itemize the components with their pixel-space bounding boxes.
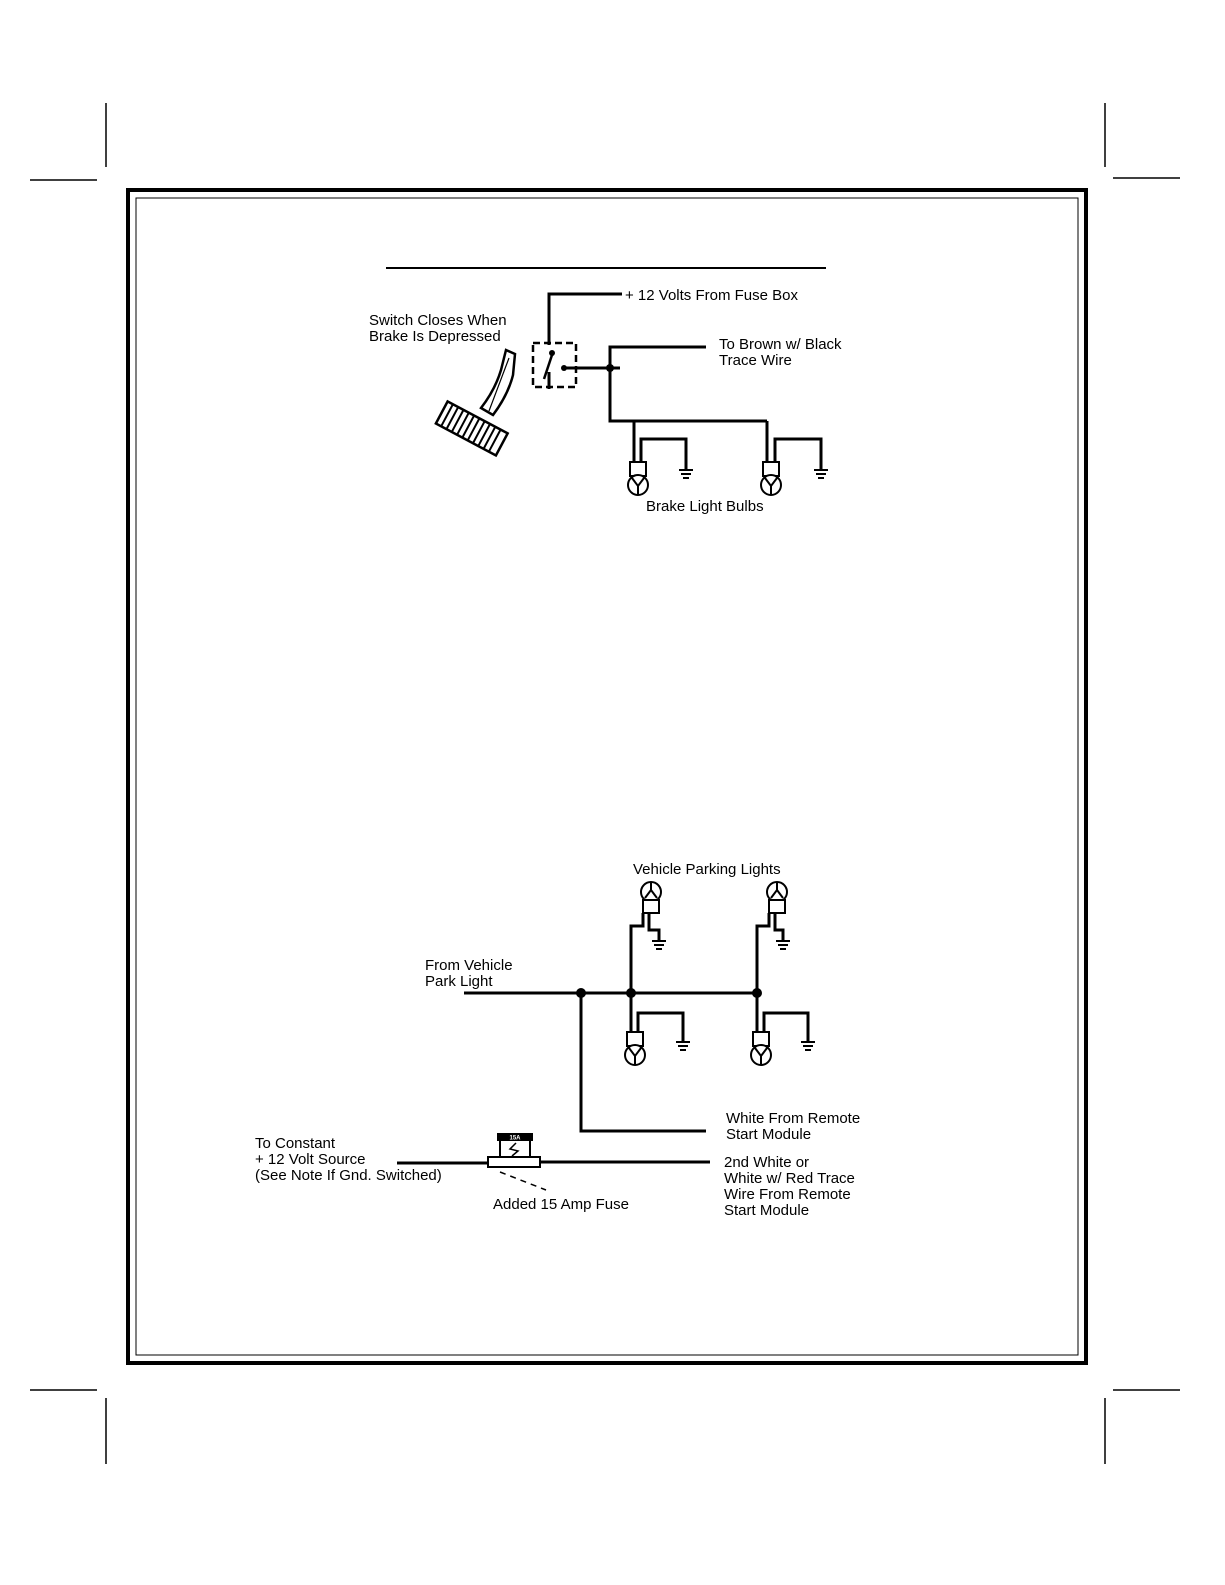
brake-pedal-icon (434, 348, 517, 458)
brake-wires (547, 292, 823, 470)
inner-frame (135, 197, 1079, 1356)
ground-icon (776, 940, 790, 950)
ground-icon (652, 940, 666, 950)
park-light-label: From Vehicle Park Light (425, 957, 517, 990)
park-junction (752, 988, 762, 998)
brake-bulbs-label: Brake Light Bulbs (646, 498, 764, 515)
fuse-icon: 15A (487, 1133, 547, 1191)
parking-wires (397, 913, 810, 1165)
brake-bulb-right-icon (760, 461, 782, 496)
brown-wire-label: To Brown w/ Black Trace Wire (719, 336, 846, 369)
second-white-wire-label: 2nd White or White w/ Red Trace Wire Fro… (724, 1154, 859, 1219)
ground-icon (676, 1041, 690, 1051)
brake-junction (606, 364, 614, 372)
parking-bulb-upper-left-icon (640, 881, 662, 914)
brake-switch-icon (531, 341, 578, 389)
ground-icon (814, 469, 828, 479)
fuse-box-label: + 12 Volts From Fuse Box (625, 287, 798, 304)
outer-frame (126, 188, 1088, 1365)
ground-icon (679, 469, 693, 479)
white-wire-label: White From Remote Start Module (726, 1110, 864, 1143)
fuse-label: Added 15 Amp Fuse (493, 1196, 629, 1213)
constant-source-label: To Constant + 12 Volt Source (See Note I… (255, 1135, 442, 1184)
park-junction (576, 988, 586, 998)
park-junction (626, 988, 636, 998)
brake-light-diagram: Switch Closes When Brake Is Depressed + … (369, 267, 846, 515)
switch-label: Switch Closes When Brake Is Depressed (369, 312, 511, 345)
brake-bulb-left-icon (627, 461, 649, 496)
crop-marks (30, 103, 1180, 1464)
parking-lights-label: Vehicle Parking Lights (633, 861, 781, 878)
parking-bulb-upper-right-icon (766, 881, 788, 914)
parking-light-diagram: 15A Vehicle Parking Lights From Vehicle … (255, 861, 864, 1219)
ground-icon (801, 1041, 815, 1051)
parking-bulb-lower-right-icon (750, 1031, 772, 1066)
parking-bulb-lower-left-icon (624, 1031, 646, 1066)
fuse-rating: 15A (509, 1136, 521, 1142)
